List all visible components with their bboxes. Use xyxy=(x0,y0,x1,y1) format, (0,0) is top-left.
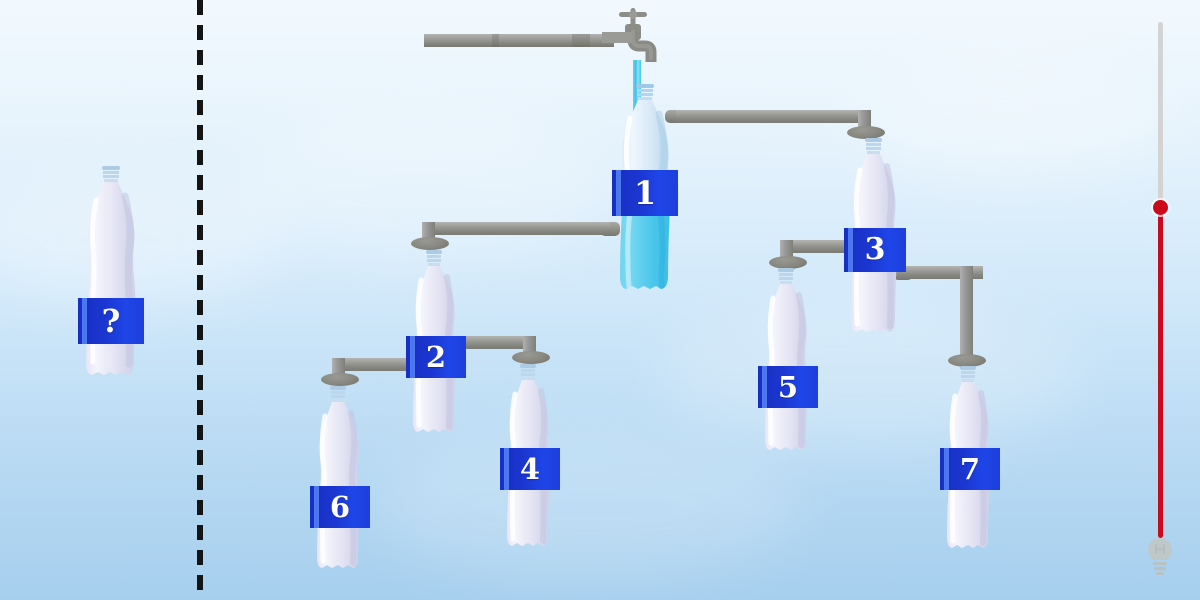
label-stripe xyxy=(944,448,949,490)
supply-pipe xyxy=(424,34,614,47)
bottle-neck xyxy=(865,138,882,155)
bottle-7[interactable]: 7 xyxy=(934,366,1004,554)
bottle-number: 2 xyxy=(425,339,447,374)
bottle-number: 4 xyxy=(519,451,541,486)
bottle-neck xyxy=(636,84,654,101)
label-stripe xyxy=(616,170,621,216)
slider-track-fill[interactable] xyxy=(1158,208,1163,538)
label-stripe xyxy=(762,366,767,408)
bottle-neck xyxy=(426,250,442,267)
bottle-6[interactable]: 6 xyxy=(304,386,374,574)
cloud-blotch xyxy=(380,430,800,580)
bottle-number: 7 xyxy=(959,451,981,486)
bottle-neck xyxy=(520,364,536,381)
bottle-neck xyxy=(960,366,976,383)
pipe-joint xyxy=(572,34,590,47)
pipe-2-to-6 xyxy=(332,358,414,371)
bottle-label: 1 xyxy=(612,170,678,216)
bottle-number: 1 xyxy=(633,174,657,212)
bottle-label: 3 xyxy=(844,228,906,272)
bottle-label: 5 xyxy=(758,366,818,408)
bottle-4[interactable]: 4 xyxy=(494,364,564,552)
pipe-2-to-4 xyxy=(460,336,536,349)
bottle-2[interactable]: 2 xyxy=(400,250,470,438)
bottle-question[interactable]: ? xyxy=(72,166,150,381)
water-tap[interactable] xyxy=(596,6,666,81)
bottle-neck xyxy=(102,166,120,183)
bottle-label: 6 xyxy=(310,486,370,528)
bottle-label: ? xyxy=(78,298,144,344)
pipe-joint xyxy=(492,34,499,47)
pipe-1-to-2 xyxy=(422,222,610,235)
bottle-number: 6 xyxy=(329,489,351,524)
bottle-5[interactable]: 5 xyxy=(752,268,822,456)
bottle-neck xyxy=(778,268,794,285)
pipe-1-to-3 xyxy=(676,110,870,123)
funnel-bottle-7 xyxy=(948,354,986,367)
slider-track-empty[interactable] xyxy=(1158,22,1163,208)
funnel-bottle-4 xyxy=(512,351,550,364)
bottle-label: 7 xyxy=(940,448,1000,490)
bottle-1[interactable]: 1 xyxy=(606,84,684,294)
label-stripe xyxy=(82,298,87,344)
funnel-bottle-2 xyxy=(411,237,449,250)
label-stripe xyxy=(504,448,509,490)
dashed-divider xyxy=(197,0,203,600)
bottle-number: ? xyxy=(101,302,121,340)
bottle-number: 3 xyxy=(864,232,886,267)
label-stripe xyxy=(410,336,415,378)
bottle-neck xyxy=(330,386,346,403)
bottle-label: 4 xyxy=(500,448,560,490)
label-stripe xyxy=(848,228,853,272)
funnel-bottle-3 xyxy=(847,126,885,139)
funnel-bottle-6 xyxy=(321,373,359,386)
pipe-3-to-7-drop xyxy=(960,266,973,362)
funnel-bottle-5 xyxy=(769,256,807,269)
bottle-label: 2 xyxy=(406,336,466,378)
pipe-3-to-5 xyxy=(780,240,848,253)
bottle-water xyxy=(620,206,670,289)
slider-knob[interactable] xyxy=(1153,200,1168,215)
lightbulb-icon[interactable] xyxy=(1146,536,1174,576)
bottle-number: 5 xyxy=(777,369,799,404)
bottle-3[interactable]: 3 xyxy=(838,138,910,338)
label-stripe xyxy=(314,486,319,528)
